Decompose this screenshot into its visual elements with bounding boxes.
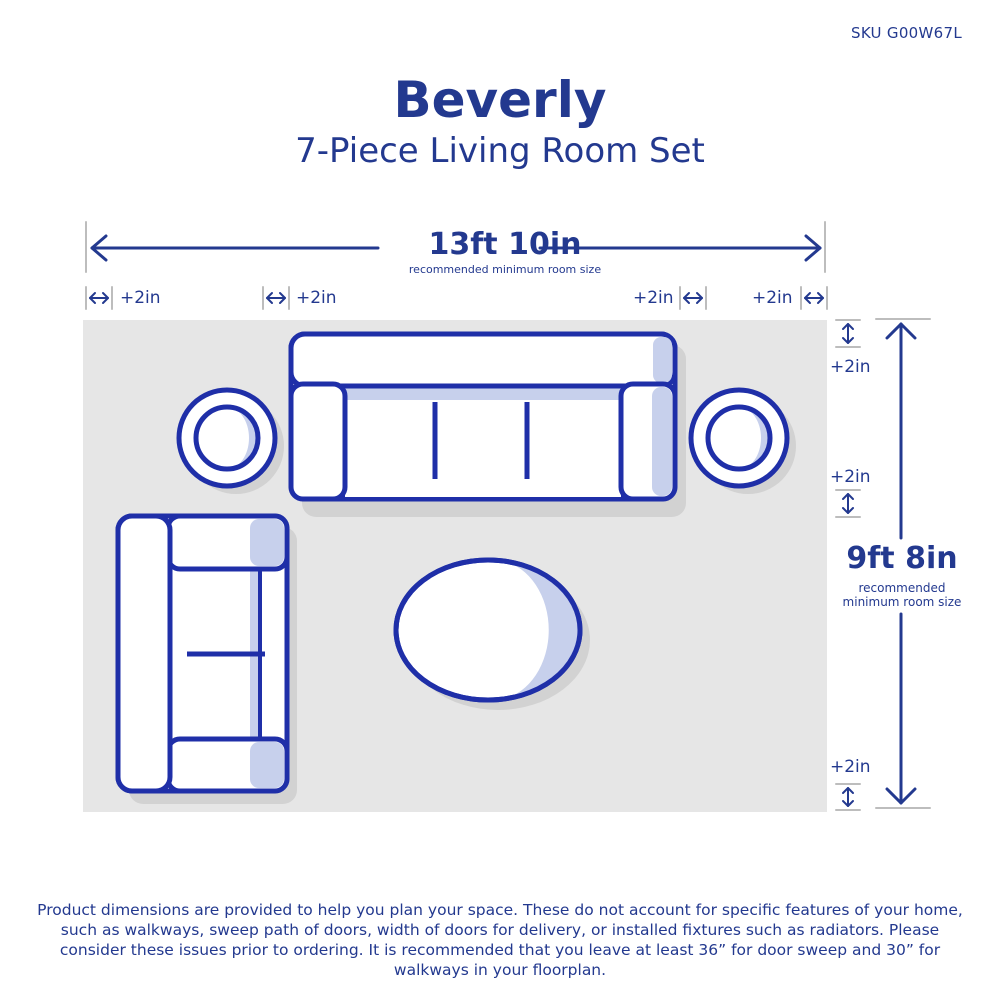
- height-dimension-note: recommended minimum room size: [842, 581, 962, 609]
- height-dimension-value: 9ft 8in: [846, 541, 958, 576]
- clearance-label-right-2: +2in: [830, 467, 871, 487]
- coffee-table: [393, 557, 590, 710]
- width-dimension-note: recommended minimum room size: [408, 263, 602, 276]
- height-dimension-line: [875, 318, 931, 809]
- sku-label: SKU G00W67L: [851, 24, 962, 42]
- right-end-table: [688, 387, 796, 494]
- product-title: Beverly: [393, 71, 607, 129]
- left-end-table: [176, 387, 284, 494]
- right-clearance-arrows: [835, 319, 861, 811]
- sofa: [288, 331, 686, 517]
- clearance-label-top-3: +2in: [633, 288, 674, 308]
- clearance-label-top-2: +2in: [296, 288, 337, 308]
- clearance-label-top-1: +2in: [120, 288, 161, 308]
- width-dimension-value: 13ft 10in: [428, 227, 582, 262]
- loveseat: [115, 513, 297, 804]
- disclaimer-text: Product dimensions are provided to help …: [37, 901, 963, 979]
- width-dimension-line: [85, 221, 826, 273]
- clearance-label-right-3: +2in: [830, 757, 871, 777]
- top-clearance-arrows: [85, 286, 828, 310]
- clearance-label-right-1: +2in: [830, 357, 871, 377]
- product-subtitle: 7-Piece Living Room Set: [295, 131, 705, 171]
- clearance-label-top-4: +2in: [752, 288, 793, 308]
